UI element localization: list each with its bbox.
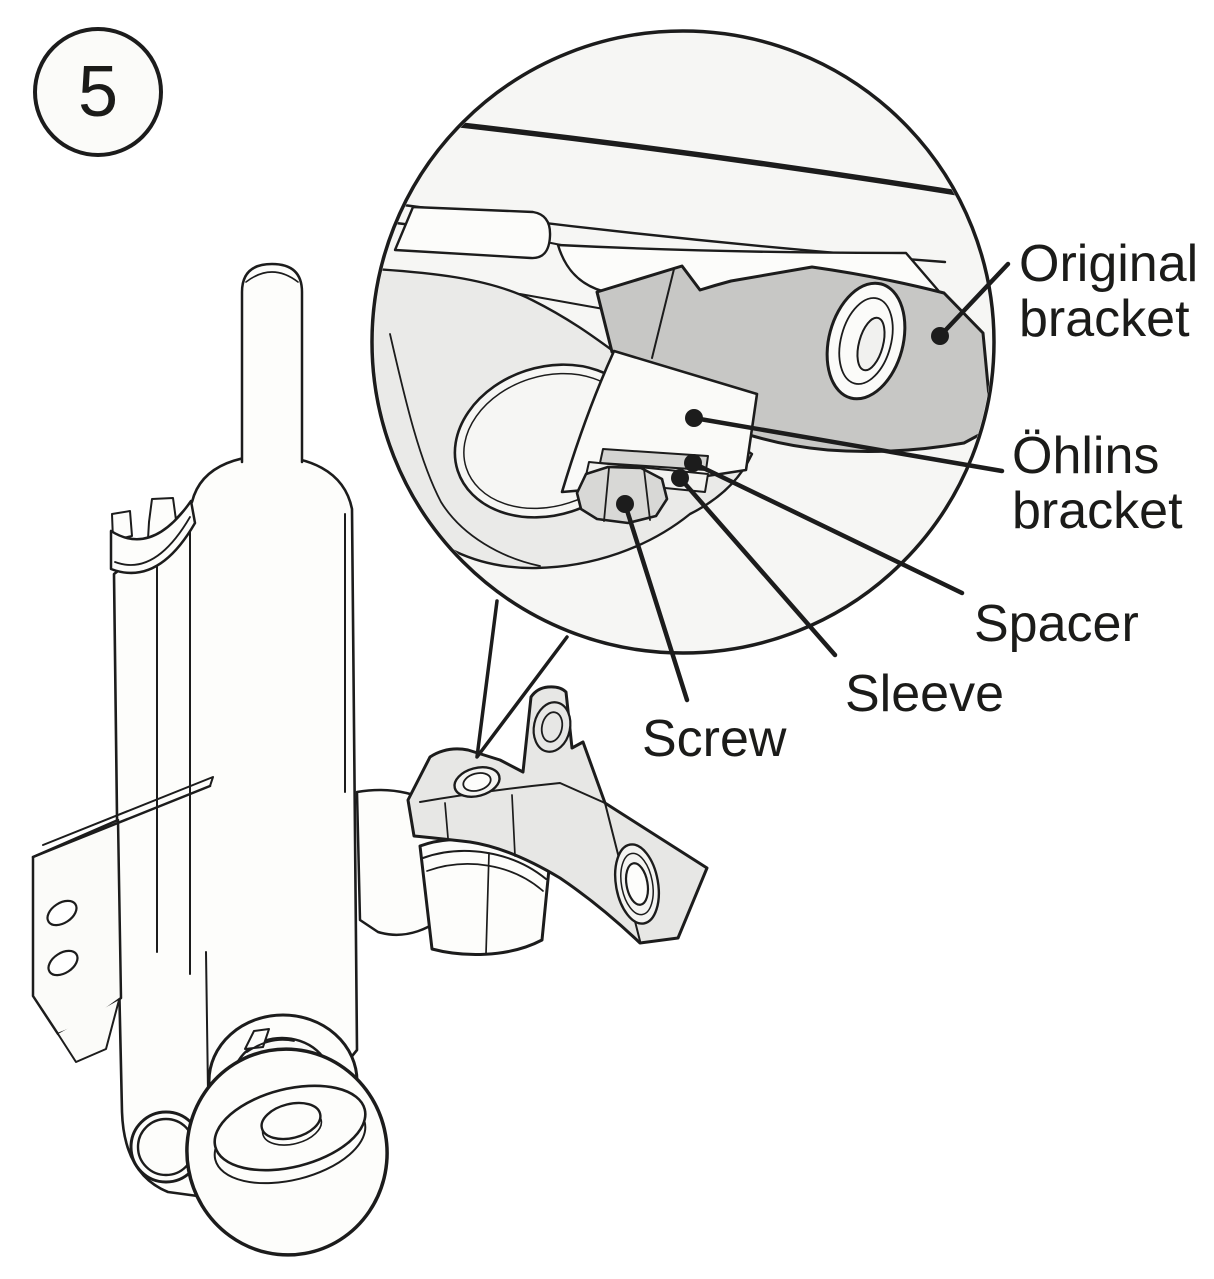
step-number: 5 <box>77 52 119 132</box>
callout-dot-ohlins-bracket <box>685 409 703 427</box>
plate-hole-upper <box>46 899 78 927</box>
label-ohlins-bracket-line2: bracket <box>1012 482 1183 540</box>
callout-dot-sleeve <box>671 469 689 487</box>
label-original-bracket-line2: bracket <box>1019 290 1190 348</box>
magnifier-balloon <box>370 29 996 759</box>
callout-dot-original-bracket <box>931 327 949 345</box>
step-badge-circle <box>33 27 163 157</box>
plate-hole-lower <box>47 949 79 977</box>
piston-rod <box>240 262 304 464</box>
handlebar-tube <box>393 205 552 260</box>
label-screw: Screw <box>642 712 786 767</box>
balloon-tail <box>477 600 567 758</box>
balloon-contents <box>374 121 992 570</box>
callout-dot-screw <box>616 495 634 513</box>
leader-original-bracket <box>937 261 1011 339</box>
label-original-bracket: Original bracket <box>1019 237 1198 347</box>
label-ohlins-bracket-line1: Öhlins <box>1012 427 1160 485</box>
rod-end-cap <box>185 1047 389 1257</box>
screw-part <box>575 465 669 525</box>
ohlins-bracket-part <box>406 685 709 945</box>
callout-dot-spacer <box>684 454 702 472</box>
callout-leaders <box>616 261 1011 703</box>
label-spacer: Spacer <box>974 597 1139 652</box>
label-spacer-text: Spacer <box>974 595 1139 653</box>
bracket-ear-hole <box>532 701 572 753</box>
label-screw-text: Screw <box>642 710 787 768</box>
label-original-bracket-line1: Original <box>1019 235 1199 293</box>
label-sleeve-text: Sleeve <box>845 665 1004 723</box>
leader-sleeve <box>677 475 838 658</box>
clamp-lower-half <box>418 837 551 956</box>
mounting-plate <box>31 776 214 1063</box>
leader-ohlins-bracket <box>691 415 1005 474</box>
adjuster-collar <box>109 497 197 575</box>
frame-edge-line <box>449 121 961 196</box>
steering-damper-assembly <box>31 262 709 1257</box>
label-ohlins-bracket: Öhlins bracket <box>1012 429 1183 539</box>
label-sleeve: Sleeve <box>845 667 1004 722</box>
leader-spacer <box>690 460 965 596</box>
leader-screw <box>622 501 690 703</box>
